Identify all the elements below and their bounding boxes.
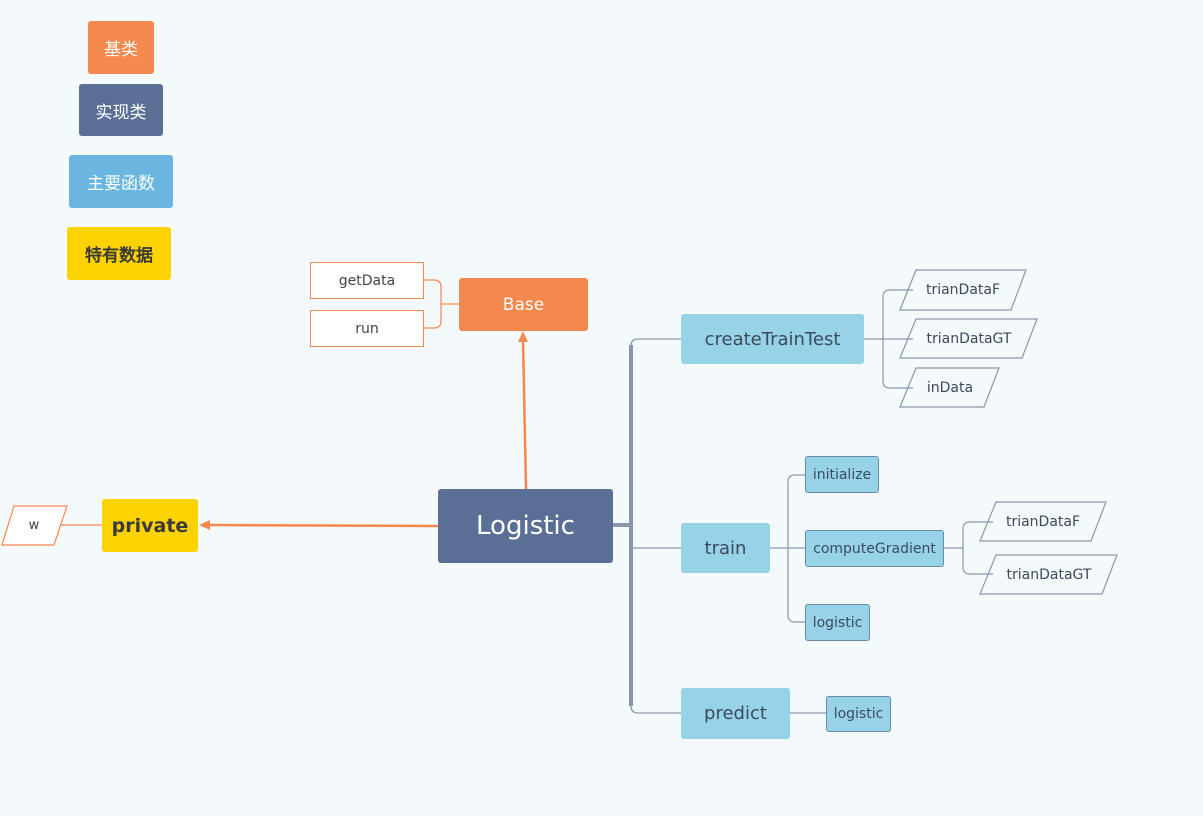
data-triandataf-createtraintest: trianDataF — [925, 282, 1001, 298]
train-children-connector — [770, 474, 805, 623]
computegradient-connector — [944, 521, 993, 575]
legend-impl-class: 实现类 — [79, 84, 163, 136]
data-indata-createtraintest: inData — [926, 379, 974, 396]
legend-main-function: 主要函数 — [69, 155, 173, 208]
data-shape-triandataf-2 — [979, 501, 1107, 542]
method-getdata[interactable]: getData — [310, 262, 424, 299]
method-run[interactable]: run — [310, 310, 424, 347]
function-trunk — [613, 338, 681, 714]
private-arrow — [199, 520, 439, 530]
data-shape-triandatagt-2 — [979, 554, 1118, 595]
data-shape-indata — [899, 367, 1000, 408]
data-shape-triandataf-1 — [899, 269, 1027, 311]
data-triandataf-computegradient: trianDataF — [1005, 513, 1081, 530]
legend-specific-data: 特有数据 — [67, 227, 171, 280]
function-initialize[interactable]: initialize — [805, 456, 879, 493]
data-triandatagt-computegradient: trianDataGT — [1006, 566, 1092, 583]
base-class-node[interactable]: Base — [459, 278, 588, 331]
function-logistic-predict[interactable]: logistic — [826, 696, 891, 732]
data-triandatagt-createtraintest: trianDataGT — [926, 330, 1012, 347]
function-train[interactable]: train — [681, 523, 770, 573]
field-w-label: w — [28, 518, 40, 533]
legend-base-class: 基类 — [88, 21, 154, 74]
base-method-connector — [424, 279, 459, 329]
private-data-node[interactable]: private — [102, 499, 198, 552]
function-computegradient[interactable]: computeGradient — [805, 530, 944, 567]
function-predict[interactable]: predict — [681, 688, 790, 739]
function-createtraintest[interactable]: createTrainTest — [681, 314, 864, 364]
inheritance-arrow — [518, 331, 528, 490]
logistic-class-node[interactable]: Logistic — [438, 489, 613, 563]
data-shape-w — [1, 505, 68, 546]
createtraintest-connector — [864, 289, 913, 389]
function-logistic-train[interactable]: logistic — [805, 604, 870, 641]
data-shape-triandatagt-1 — [899, 318, 1038, 359]
